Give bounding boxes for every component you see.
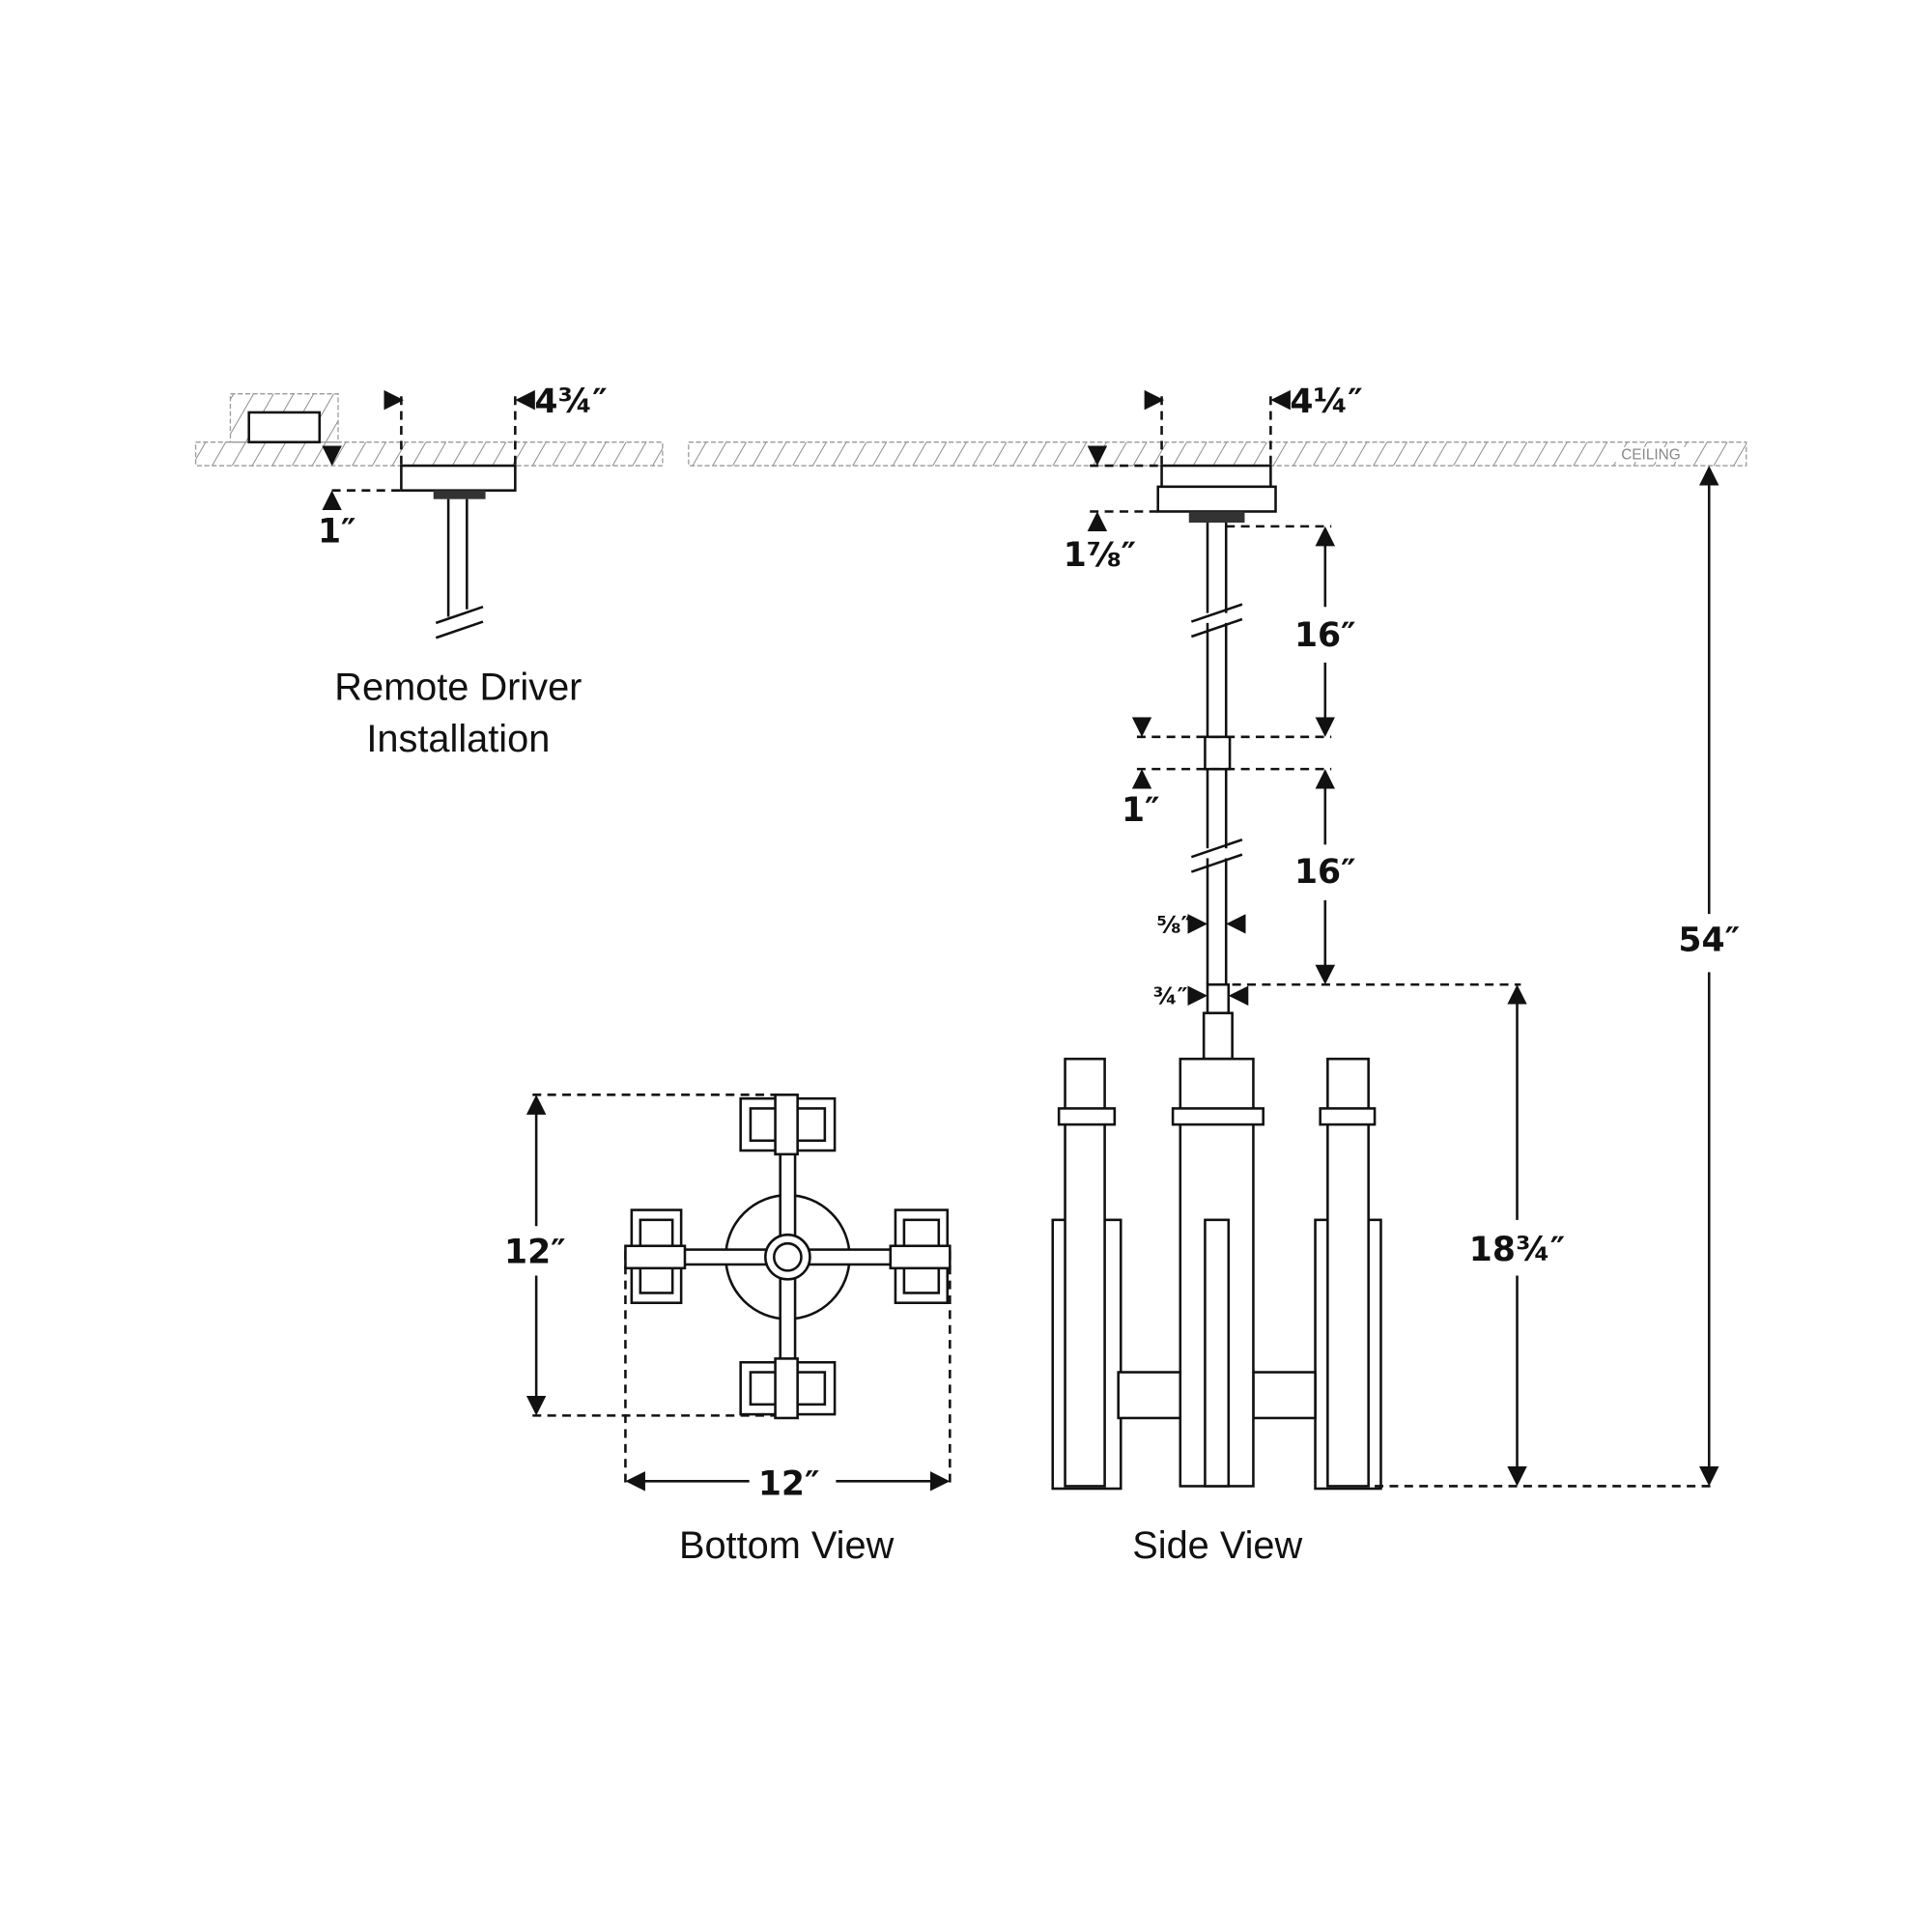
side-view-caption: Side View: [1132, 1524, 1302, 1567]
side-view: CEILING 4¼″ 1⅞″ 16″: [688, 383, 1747, 1567]
bottom-view: 12″ 12″ Bottom View: [504, 1094, 952, 1567]
knurl: [1188, 511, 1245, 524]
right-arm-tube: [1326, 1057, 1370, 1488]
shade-bottom: [739, 1357, 837, 1420]
upper-stem-label: 16″: [1294, 616, 1356, 655]
remote-driver-caption-line1: Remote Driver: [334, 666, 582, 708]
neck: [1206, 982, 1231, 1015]
shade-left: [624, 1208, 687, 1305]
lower-stem-label: 16″: [1294, 853, 1356, 892]
overall-height-label: 54″: [1678, 922, 1740, 960]
canopy-height-label: 1⅞″: [1064, 536, 1136, 575]
bottom-depth-label: 12″: [504, 1234, 566, 1272]
remote-driver-installation: 4¾″ 1″ Remote Driver Installation: [194, 383, 664, 760]
bottom-width-label: 12″: [758, 1464, 820, 1503]
bottom-view-caption: Bottom View: [679, 1524, 895, 1567]
coupling-label: 1″: [1122, 791, 1160, 830]
canopy-width-label: 4¼″: [1290, 383, 1362, 421]
ceiling-label: CEILING: [1621, 447, 1681, 464]
knurl-left: [433, 490, 486, 499]
shade-right: [889, 1208, 952, 1305]
remote-driver-box: [247, 411, 322, 443]
canopy-mount: [1160, 464, 1272, 489]
ceiling-left: [194, 441, 664, 467]
neck-diameter-label: ¾″: [1152, 982, 1187, 1010]
canopy-left: [400, 464, 517, 492]
remote-canopy-height-label: 1″: [318, 513, 356, 552]
fixture-height-label: 18¾″: [1469, 1231, 1565, 1269]
stem-coupling: [1204, 735, 1232, 771]
remote-canopy-width-label: 4¾″: [534, 383, 607, 421]
shade-top: [739, 1094, 837, 1156]
canopy: [1156, 485, 1277, 513]
remote-driver-caption-line2: Installation: [366, 718, 550, 760]
ceiling-right: [688, 441, 1747, 467]
stem-diameter-label: ⅝″: [1156, 910, 1191, 938]
left-arm-tube: [1064, 1057, 1106, 1488]
